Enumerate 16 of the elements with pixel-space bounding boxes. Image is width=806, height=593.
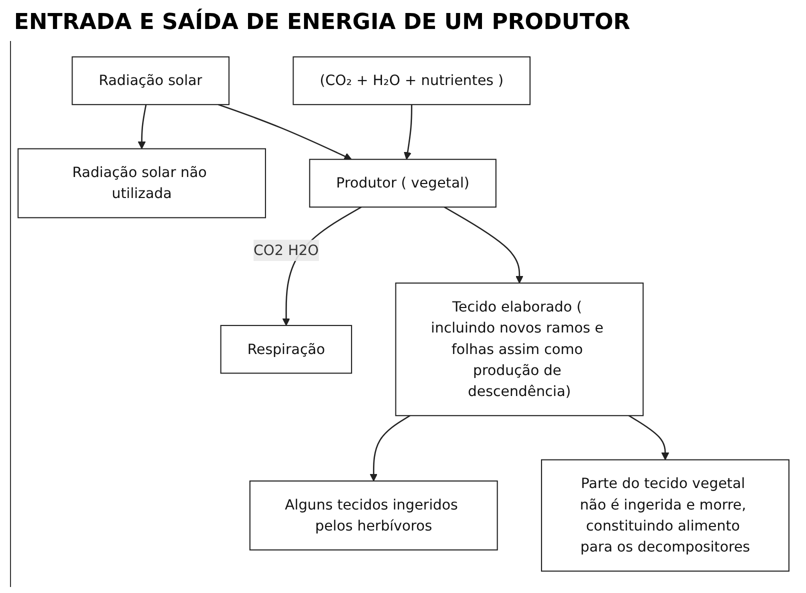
node-box: (CO₂ + H₂O + nutrientes ) — [292, 56, 531, 106]
node-box: Radiação solar não utilizada — [18, 148, 266, 218]
node-box: Respiração — [220, 324, 352, 374]
node-box: Alguns tecidos ingeridos pelos herbívoros — [249, 480, 498, 550]
edge-label: CO2 H2O — [254, 242, 319, 258]
arrow — [444, 206, 524, 284]
arrow — [138, 104, 147, 150]
diagram-title: ENTRADA E SAÍDA DE ENERGIA DE UM PRODUTOR — [14, 10, 630, 35]
arrow — [218, 104, 352, 160]
arrow — [370, 415, 410, 482]
node-box: Produtor ( vegetal) — [309, 158, 496, 208]
arrow — [404, 104, 412, 160]
arrow — [628, 415, 670, 460]
node-box: Radiação solar — [72, 56, 230, 106]
node-box: Tecido elaborado ( incluindo novos ramos e folhas assim como produção de descendência) — [395, 282, 644, 416]
node-box: Parte do tecido vegetal não é ingerida e morre, constituindo alimento para os decompositores — [541, 459, 790, 572]
